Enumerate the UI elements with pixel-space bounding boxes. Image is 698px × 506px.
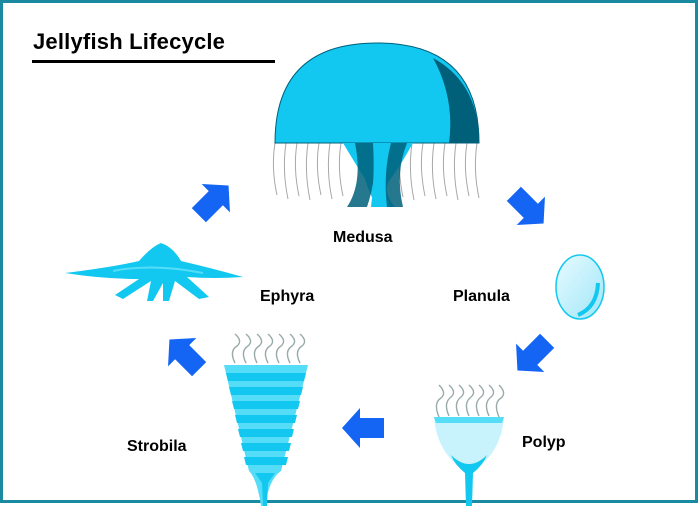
planula-illustration: [556, 255, 604, 319]
strobila-illustration: [224, 334, 308, 506]
polyp-tentacles: [436, 385, 503, 417]
strobila-tentacles: [232, 334, 304, 363]
label-strobila: Strobila: [127, 438, 187, 456]
arrow-icon: [500, 180, 558, 238]
polyp-illustration: [434, 385, 504, 506]
label-medusa: Medusa: [333, 229, 393, 247]
arrow-icon: [155, 325, 213, 383]
label-planula: Planula: [453, 288, 510, 306]
arrow-icon: [185, 171, 243, 229]
medusa-illustration: [273, 43, 479, 207]
ephyra-illustration: [65, 243, 243, 301]
arrow-icon: [342, 408, 384, 448]
arrow-icon: [503, 327, 561, 385]
label-polyp: Polyp: [522, 434, 566, 452]
label-ephyra: Ephyra: [260, 288, 314, 306]
lifecycle-diagram: [3, 3, 698, 506]
